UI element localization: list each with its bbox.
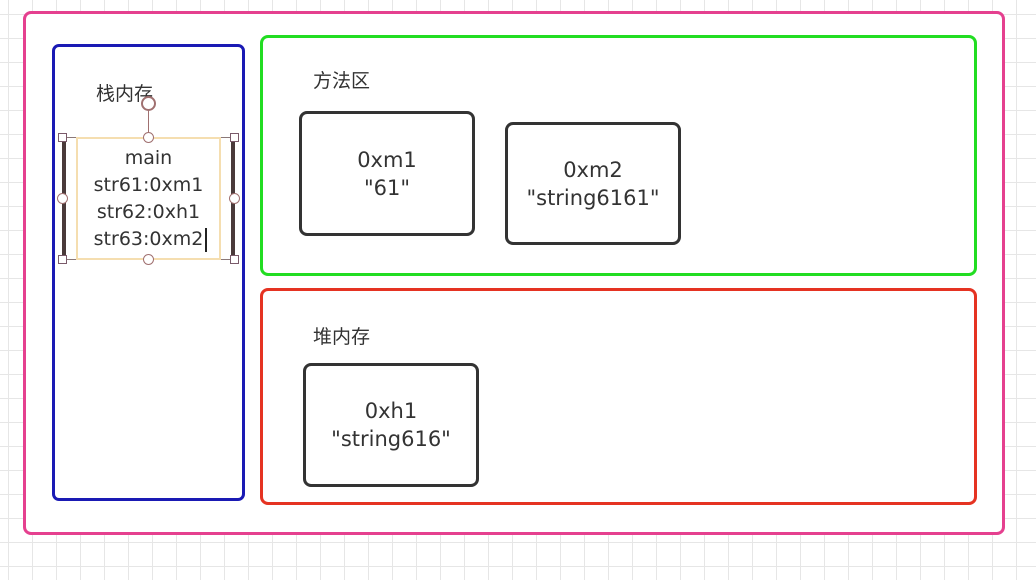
resize-handle-top[interactable] [143, 132, 154, 143]
frame-var: str62:0xh1 [96, 200, 201, 223]
main-stack-frame-text[interactable]: main str61:0xm1 str62:0xh1 str63:0xm2 [76, 137, 221, 260]
stack-memory-label: 栈内存 [96, 83, 154, 105]
resize-handle-left[interactable] [57, 193, 68, 204]
resize-handle-top-right[interactable] [230, 133, 239, 142]
heap-node-0xh1[interactable]: 0xh1 "string616" [303, 363, 479, 487]
frame-var: str63:0xm2 [93, 227, 204, 250]
node-value: "string6161" [526, 185, 660, 210]
node-address: 0xm2 [563, 157, 623, 182]
rotate-handle-stem [148, 109, 149, 134]
resize-handle-bottom-left[interactable] [58, 255, 67, 264]
resize-handle-top-left[interactable] [58, 133, 67, 142]
node-value: "string616" [331, 427, 451, 451]
node-address: 0xh1 [364, 399, 418, 423]
node-value: "61" [363, 175, 411, 200]
frame-title: main [124, 146, 173, 169]
rotate-handle[interactable] [141, 96, 156, 111]
node-address: 0xm1 [357, 147, 417, 172]
method-area-node-0xm2[interactable]: 0xm2 "string6161" [505, 122, 681, 245]
method-area-node-0xm1[interactable]: 0xm1 "61" [299, 111, 475, 236]
method-area-label: 方法区 [313, 70, 371, 92]
text-cursor [205, 228, 207, 252]
resize-handle-bottom[interactable] [143, 254, 154, 265]
resize-handle-right[interactable] [229, 193, 240, 204]
heap-memory-label: 堆内存 [313, 326, 371, 348]
resize-handle-bottom-right[interactable] [230, 255, 239, 264]
frame-var: str61:0xm1 [93, 173, 204, 196]
